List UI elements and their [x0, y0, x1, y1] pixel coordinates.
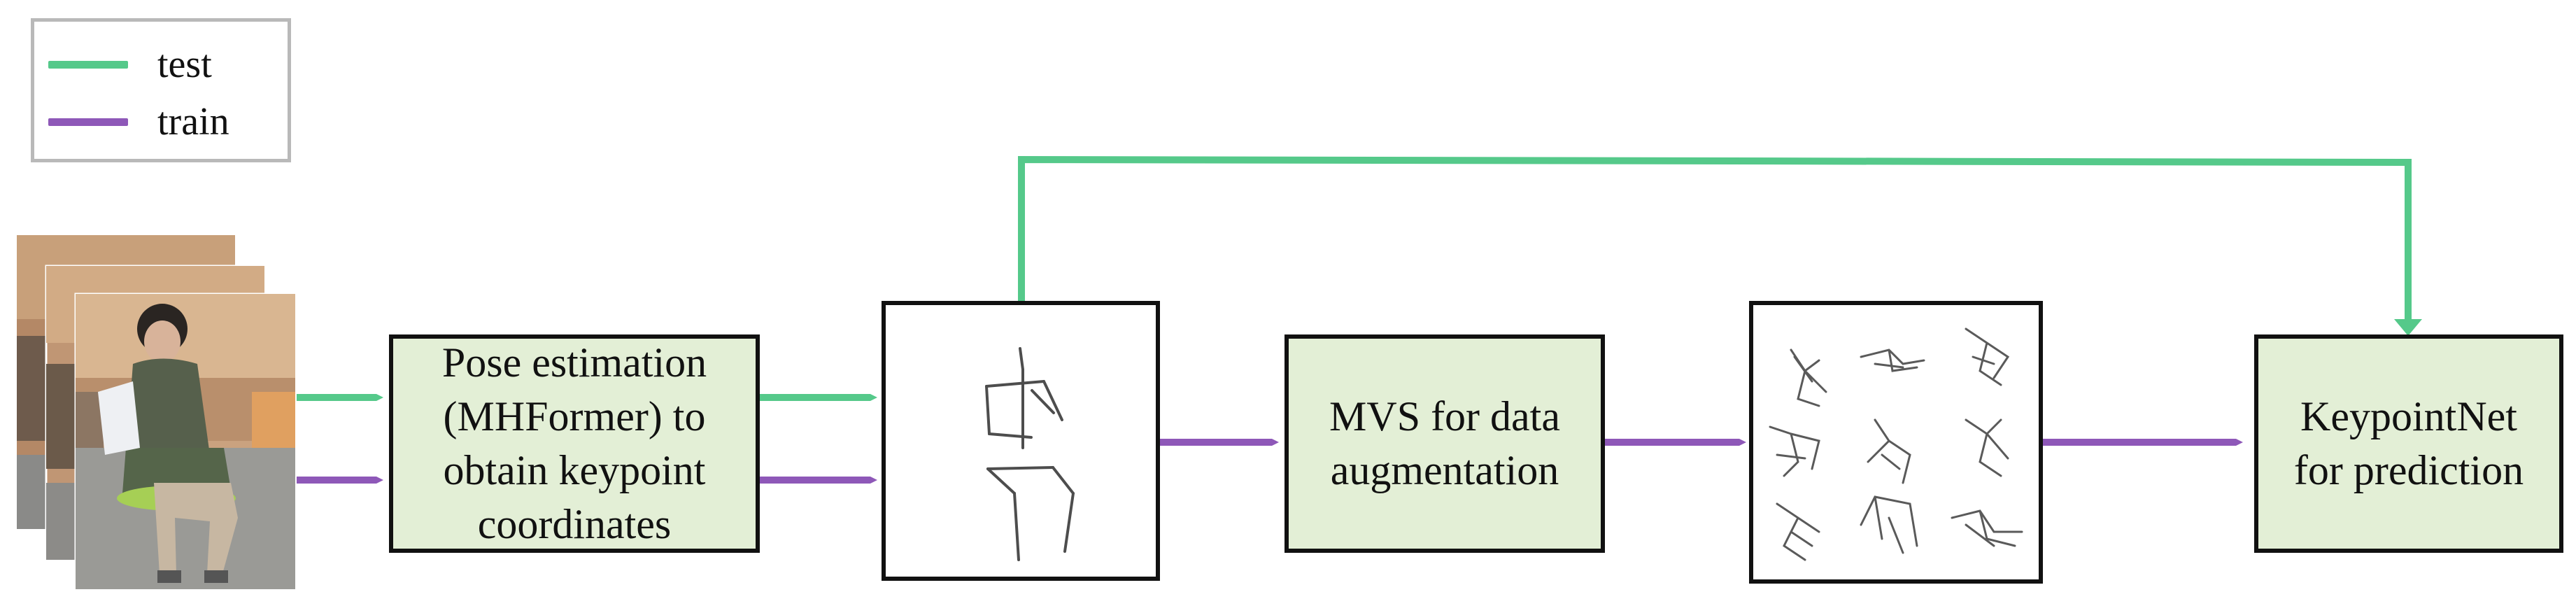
- skeleton-icon: [985, 347, 1075, 561]
- mvs-line-2: augmentation: [1330, 447, 1559, 493]
- skeleton-grid-icon: [1769, 327, 2023, 561]
- input-photo-stack: [17, 235, 297, 591]
- test-arrows: [297, 155, 2422, 401]
- mvs-box: MVS for data augmentation: [1285, 334, 1605, 553]
- legend-item-test: test: [48, 40, 212, 89]
- legend-label-test: test: [157, 43, 212, 86]
- pose-estimation-box: Pose estimation (MHFormer) to obtain key…: [389, 334, 760, 553]
- legend-label-train: train: [157, 100, 229, 143]
- legend-item-train: train: [48, 97, 229, 146]
- pose-estimation-line-4: coordinates: [477, 501, 672, 547]
- keypoint-view-box: [882, 301, 1160, 581]
- keypointnet-box: KeypointNet for prediction: [2254, 334, 2563, 553]
- train-arrows: [297, 439, 2243, 484]
- test-skip-arrowhead: [2394, 319, 2422, 336]
- train-line-swatch: [48, 118, 128, 126]
- keypointnet-line-2: for prediction: [2293, 447, 2524, 493]
- test-skip-connection: [1018, 155, 2412, 323]
- augmented-views-box: [1749, 301, 2043, 584]
- keypointnet-line-1: KeypointNet: [2300, 393, 2517, 439]
- mvs-line-1: MVS for data: [1329, 393, 1560, 439]
- photo-frame-front: [74, 293, 297, 591]
- pose-estimation-line-2: (MHFormer) to: [443, 393, 706, 439]
- pose-estimation-line-3: obtain keypoint: [443, 447, 706, 493]
- test-line-swatch: [48, 60, 128, 69]
- pose-estimation-line-1: Pose estimation: [441, 339, 707, 386]
- legend: test train: [31, 18, 291, 162]
